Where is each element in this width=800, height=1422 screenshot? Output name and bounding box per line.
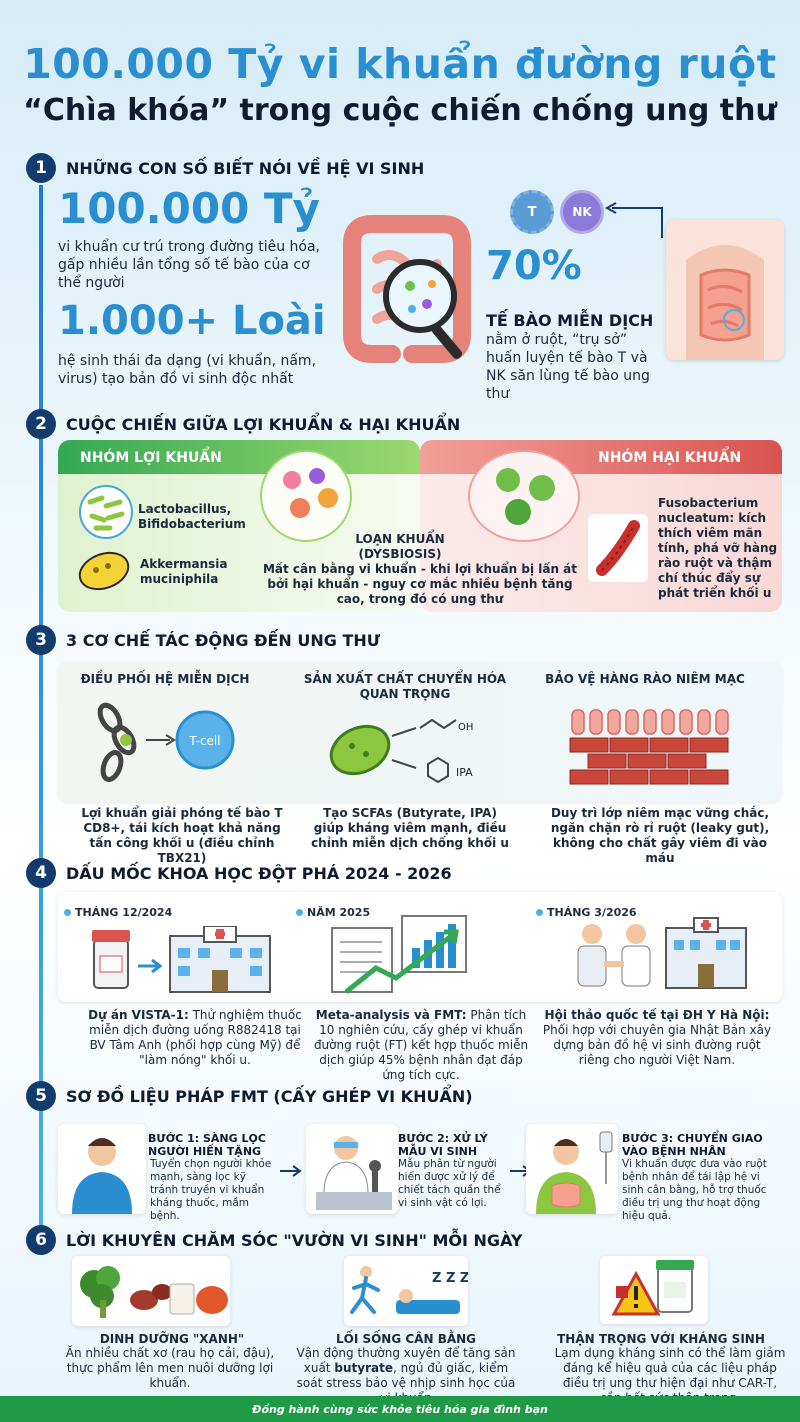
step-arrow-icon	[280, 1165, 302, 1177]
milestone-1-text: Dự án VISTA-1: Thử nghiệm thuốc miễn dịc…	[88, 1008, 302, 1067]
footer-text: Đồng hành cùng sức khỏe tiêu hóa gia đìn…	[252, 1402, 548, 1416]
green-food-illustration	[72, 1256, 230, 1326]
milestone-1-date: THÁNG 12/2024	[64, 906, 172, 919]
tip-2-heading: LỐI SỐNG CÂN BẰNG	[335, 1332, 477, 1346]
good-bacteria-header	[58, 440, 420, 474]
tip-1-heading: DINH DƯỠNG "XANH"	[99, 1332, 245, 1346]
milestone-3-date: THÁNG 3/2026	[536, 906, 637, 919]
svg-text:IPA: IPA	[456, 766, 473, 779]
dysbiosis-subtitle: (DYSBIOSIS)	[358, 547, 442, 561]
fusobacterium-icon	[588, 514, 648, 582]
good-bacteria-circle	[260, 450, 352, 542]
page-title: 100.000 Tỷ vi khuẩn đường ruột	[23, 40, 777, 88]
section6-title: LỜI KHUYÊN CHĂM SÓC "VƯỜN VI SINH" MỖI N…	[66, 1231, 523, 1250]
section1-title: NHỮNG CON SỐ BIẾT NÓI VỀ HỆ VI SINH	[66, 159, 425, 178]
section-number-5: 5	[26, 1081, 56, 1111]
t-cell-icon: T	[510, 190, 554, 234]
akkermansia-icon	[78, 551, 130, 591]
svg-text:OH: OH	[458, 722, 473, 733]
mechanism-2-heading: SẢN XUẤT CHẤT CHUYỂN HÓA QUAN TRỌNG	[303, 672, 507, 701]
section-number-4: 4	[26, 858, 56, 888]
lab-processing-illustration	[306, 1124, 398, 1214]
mechanism-1-heading: ĐIỀU PHỐI HỆ MIỄN DỊCH	[80, 672, 250, 686]
good-bacteria-1: Lactobacillus, Bifidobacterium	[138, 502, 246, 531]
svg-text:Z Z Z: Z Z Z	[432, 1271, 468, 1286]
svg-text:T-cell: T-cell	[188, 734, 220, 748]
patient-transfer-illustration	[526, 1124, 618, 1214]
immune-chain-illustration: T-cell	[97, 702, 235, 782]
section-number-6: 6	[26, 1225, 56, 1255]
section-number-1: 1	[26, 153, 56, 183]
handshake-hospital-illustration	[577, 917, 747, 989]
mechanism-2-text: Tạo SCFAs (Butyrate, IPA) giúp kháng viê…	[311, 806, 509, 850]
section2-title: CUỘC CHIẾN GIỮA LỢI KHUẨN & HẠI KHUẨN	[66, 415, 461, 434]
fmt-step-1-heading: BƯỚC 1: SÀNG LỌC NGƯỜI HIẾN TẶNG	[148, 1132, 266, 1158]
mechanism-1-text: Lợi khuẩn giải phóng tế bào T CD8+, tái …	[81, 806, 283, 865]
intestine-magnifier-illustration	[343, 215, 471, 363]
section5-title: SƠ ĐỒ LIỆU PHÁP FMT (CẤY GHÉP VI KHUẨN)	[66, 1087, 473, 1106]
stat-bacteria-text: vi khuẩn cư trú trong đường tiêu hóa, gấ…	[58, 239, 321, 291]
tip-1-text: Ăn nhiều chất xơ (rau họ cải, đậu), thực…	[65, 1346, 275, 1390]
good-bacteria-heading: NHÓM LỢI KHUẨN	[80, 450, 222, 466]
good-bacteria-2: Akkermansia muciniphila	[140, 557, 228, 586]
section3-title: 3 CƠ CHẾ TÁC ĐỘNG ĐẾN UNG THƯ	[66, 631, 381, 650]
tip-3-heading: THẬN TRỌNG VỚI KHÁNG SINH	[557, 1332, 765, 1346]
bad-bacteria-1: Fusobacterium nucleatum: kích thích viêm…	[658, 496, 778, 600]
mechanism-3-heading: BẢO VỆ HÀNG RÀO NIÊM MẠC	[545, 672, 745, 686]
research-chart-illustration	[331, 915, 467, 994]
lactobacillus-icon	[79, 485, 133, 539]
balanced-lifestyle-illustration: Z Z Z	[344, 1256, 468, 1326]
fmt-step-2-heading: BƯỚC 2: XỬ LÝ MẪU VI SINH	[398, 1132, 488, 1158]
arrow-icon	[604, 202, 663, 238]
fmt-step-3-heading: BƯỚC 3: CHUYỂN GIAO VÀO BỆNH NHÂN	[622, 1132, 763, 1158]
dysbiosis-title: LOẠN KHUẨN	[355, 532, 445, 546]
section-number-3: 3	[26, 625, 56, 655]
footer-banner: Đồng hành cùng sức khỏe tiêu hóa gia đìn…	[0, 1396, 800, 1422]
fmt-step-2-text: Mẫu phân từ người hiến được xử lý để chi…	[398, 1158, 501, 1209]
milestone-3-text: Hội thảo quốc tế tại ĐH Y Hà Nội: Phối h…	[542, 1008, 772, 1067]
bad-bacteria-circle	[468, 450, 580, 542]
fmt-step-3-text: Vi khuẩn được đưa vào ruột bệnh nhân để …	[622, 1158, 767, 1222]
medicine-hospital-illustration	[92, 926, 271, 993]
body-intestine-illustration	[666, 220, 784, 360]
mechanism-3-text: Duy trì lớp niêm mạc vững chắc, ngăn chặ…	[550, 806, 770, 865]
stat-species-text: hệ sinh thái đa dạng (vi khuẩn, nấm, vir…	[58, 353, 317, 387]
timeline-line	[39, 185, 43, 1250]
stat-species-count: 1.000+ Loài	[58, 298, 326, 344]
bad-bacteria-heading: NHÓM HẠI KHUẨN	[598, 450, 742, 466]
stat-immune-percent: 70%	[486, 243, 582, 289]
donor-screening-illustration	[58, 1124, 146, 1214]
stat-bacteria-count: 100.000 Tỷ	[58, 184, 320, 233]
milestone-2-text: Meta-analysis và FMT: Phân tích 10 nghiê…	[313, 1008, 529, 1082]
stat-immune-text: nằm ở ruột, “trụ sở” huấn luyện tế bào T…	[486, 332, 650, 402]
section4-title: DẤU MỐC KHOA HỌC ĐỘT PHÁ 2024 - 2026	[66, 864, 452, 883]
page-subtitle: “Chìa khóa” trong cuộc chiến chống ung t…	[23, 93, 777, 128]
metabolite-illustration: OH IPA	[329, 718, 473, 784]
mucosal-barrier-illustration	[569, 709, 729, 785]
stat-immune-heading: TẾ BÀO MIỄN DỊCH	[486, 311, 654, 330]
fmt-step-1-text: Tuyển chọn người khỏe mạnh, sàng lọc kỹ …	[150, 1158, 272, 1222]
section-number-2: 2	[26, 409, 56, 439]
antibiotic-caution-illustration	[600, 1256, 708, 1324]
dysbiosis-text: Mất cân bằng vi khuẩn - khi lợi khuẩn bị…	[262, 562, 578, 606]
nk-cell-icon: NK	[560, 190, 604, 234]
milestone-2-date: NĂM 2025	[296, 906, 370, 919]
